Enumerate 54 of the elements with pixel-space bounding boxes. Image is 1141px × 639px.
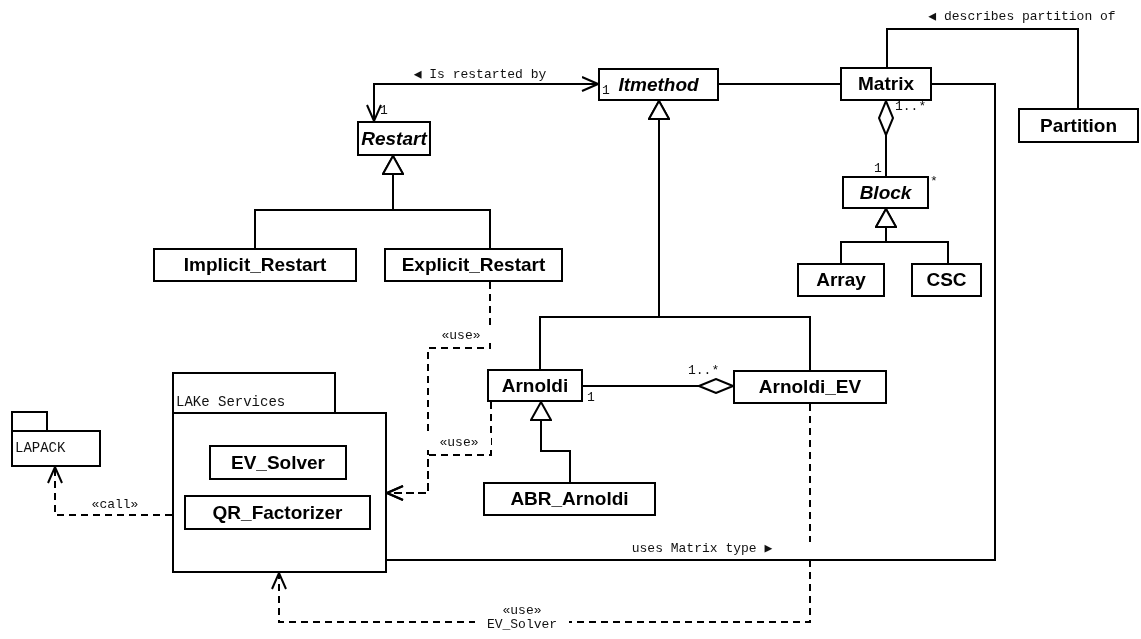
class-box bbox=[911, 263, 982, 297]
class-name: Explicit_Restart bbox=[401, 254, 546, 276]
class-box bbox=[797, 263, 885, 297]
class-name: Matrix bbox=[858, 73, 914, 95]
aggregation-line bbox=[582, 378, 734, 394]
multiplicity-label: 1 bbox=[380, 104, 388, 117]
multiplicity-label: 1 bbox=[874, 162, 882, 175]
class-name: Implicit_Restart bbox=[183, 254, 327, 276]
generalization-arrow bbox=[530, 401, 571, 483]
class-name: Itmethod bbox=[618, 73, 699, 96]
class-name: CSC bbox=[926, 269, 967, 291]
class-box bbox=[487, 369, 583, 402]
package-name: LAKe Services bbox=[176, 394, 286, 410]
class-name: Restart bbox=[361, 127, 427, 150]
class-name: Array bbox=[816, 269, 866, 291]
package-symbol bbox=[11, 411, 101, 467]
dependency-arrow bbox=[47, 466, 173, 516]
class-box bbox=[184, 495, 371, 530]
edge-label: «use» EV_Solver bbox=[475, 604, 569, 632]
multiplicity-label: 1..* bbox=[688, 364, 720, 377]
class-box bbox=[357, 121, 431, 156]
class-name: Arnoldi_EV bbox=[758, 376, 862, 398]
association-arrow bbox=[366, 76, 599, 122]
multiplicity-label: 1 bbox=[602, 84, 610, 97]
class-box bbox=[209, 445, 347, 480]
class-box bbox=[384, 248, 563, 282]
multiplicity-label: * bbox=[930, 175, 938, 188]
class-name: Partition bbox=[1039, 114, 1118, 137]
dependency-arrow bbox=[386, 401, 492, 501]
dependency-arrow bbox=[271, 403, 811, 623]
class-box bbox=[153, 248, 357, 282]
generalization-arrow bbox=[382, 155, 491, 249]
class-name: QR_Factorizer bbox=[212, 501, 343, 524]
package-name: LAPACK bbox=[15, 440, 66, 456]
multiplicity-label: 1..* bbox=[895, 100, 927, 113]
package-symbol bbox=[172, 372, 387, 573]
class-box bbox=[1018, 108, 1139, 143]
class-name: Block bbox=[859, 181, 912, 204]
class-box bbox=[842, 176, 929, 209]
generalization-arrow bbox=[875, 208, 949, 264]
aggregation-line bbox=[878, 100, 894, 177]
edge-label: «use» bbox=[427, 436, 491, 450]
class-box bbox=[840, 67, 932, 101]
class-name: ABR_Arnoldi bbox=[510, 488, 629, 510]
association-line bbox=[718, 83, 841, 85]
multiplicity-label: 1 bbox=[587, 391, 595, 404]
class-box bbox=[733, 370, 887, 404]
class-name: EV_Solver bbox=[231, 451, 325, 474]
class-box bbox=[598, 68, 719, 101]
class-name: Arnoldi bbox=[501, 374, 569, 397]
association-line bbox=[386, 83, 996, 561]
class-box bbox=[483, 482, 656, 516]
generalization-arrow bbox=[648, 100, 811, 371]
association-line bbox=[886, 28, 1079, 109]
